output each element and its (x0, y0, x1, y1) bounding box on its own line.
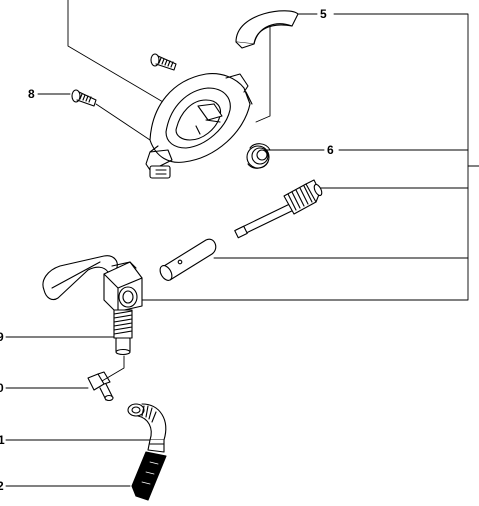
leader-lines (5, 0, 479, 487)
callout-11: 1 (0, 433, 5, 447)
part-pump-housing (145, 73, 253, 179)
part-screw-top (150, 53, 177, 71)
leader-5 (255, 23, 271, 123)
callout-6: 6 (327, 143, 334, 157)
part-elbow-hose (127, 403, 167, 453)
part-worm-shaft (234, 179, 323, 239)
leader-8-diag (95, 103, 151, 141)
callout-9: 9 (0, 330, 4, 344)
leader-10-link (101, 355, 125, 382)
leader-top-left (67, 0, 181, 113)
callout-12: 2 (0, 479, 4, 493)
part-adjuster-screw (113, 309, 133, 356)
leader-bracket (139, 13, 469, 301)
part-spring (246, 143, 271, 169)
callout-5: 5 (320, 7, 327, 21)
callout-10: 0 (0, 381, 4, 395)
part-screw-8 (71, 89, 97, 107)
part-filter (131, 451, 167, 501)
part-sleeve (159, 238, 217, 281)
callout-8: 8 (28, 87, 35, 101)
part-cover-arc (235, 10, 299, 49)
part-adjuster-lever (42, 255, 143, 313)
part-fitting (87, 371, 114, 402)
